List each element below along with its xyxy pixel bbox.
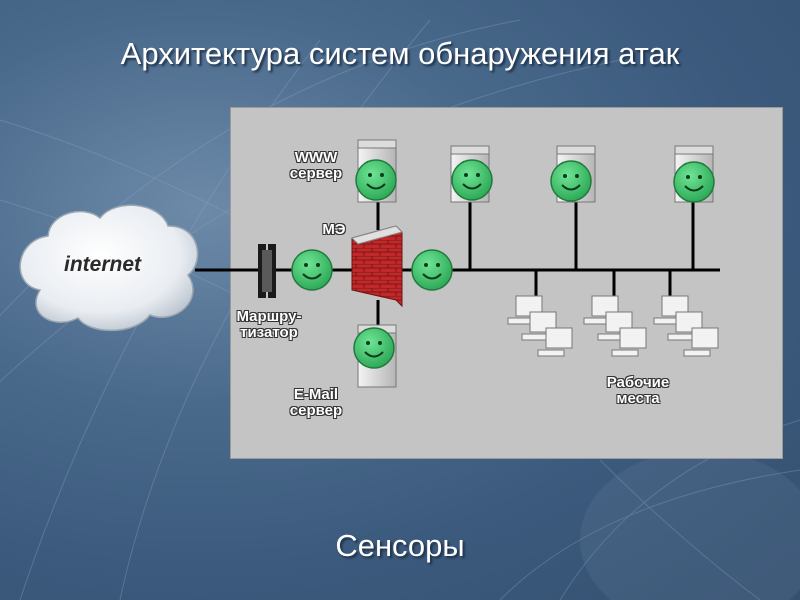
sensor-icon: [291, 249, 333, 291]
firewall-icon: [351, 225, 403, 308]
sensor-icon: [550, 160, 592, 202]
firewall-label: МЭ: [322, 221, 346, 238]
workstations-group: [507, 295, 719, 357]
email-server-label: E-Mail сервер: [289, 386, 343, 419]
internet-cloud: [19, 204, 199, 332]
sensor-icon: [451, 159, 493, 201]
www-server-label: WWW сервер: [289, 149, 343, 182]
sensor-icon: [673, 161, 715, 203]
sensor-icon: [355, 159, 397, 201]
router-label: Маршру- тизатор: [236, 308, 302, 341]
internet-label: internet: [64, 253, 142, 276]
slide-title: Архитектура систем обнаружения атак: [120, 36, 680, 71]
sensor-icon: [411, 249, 453, 291]
sensor-icon: [353, 327, 395, 369]
slide-subtitle: Сенсоры: [335, 528, 465, 563]
router-icon: [258, 244, 276, 298]
workstations-label: Рабочие места: [606, 374, 670, 407]
